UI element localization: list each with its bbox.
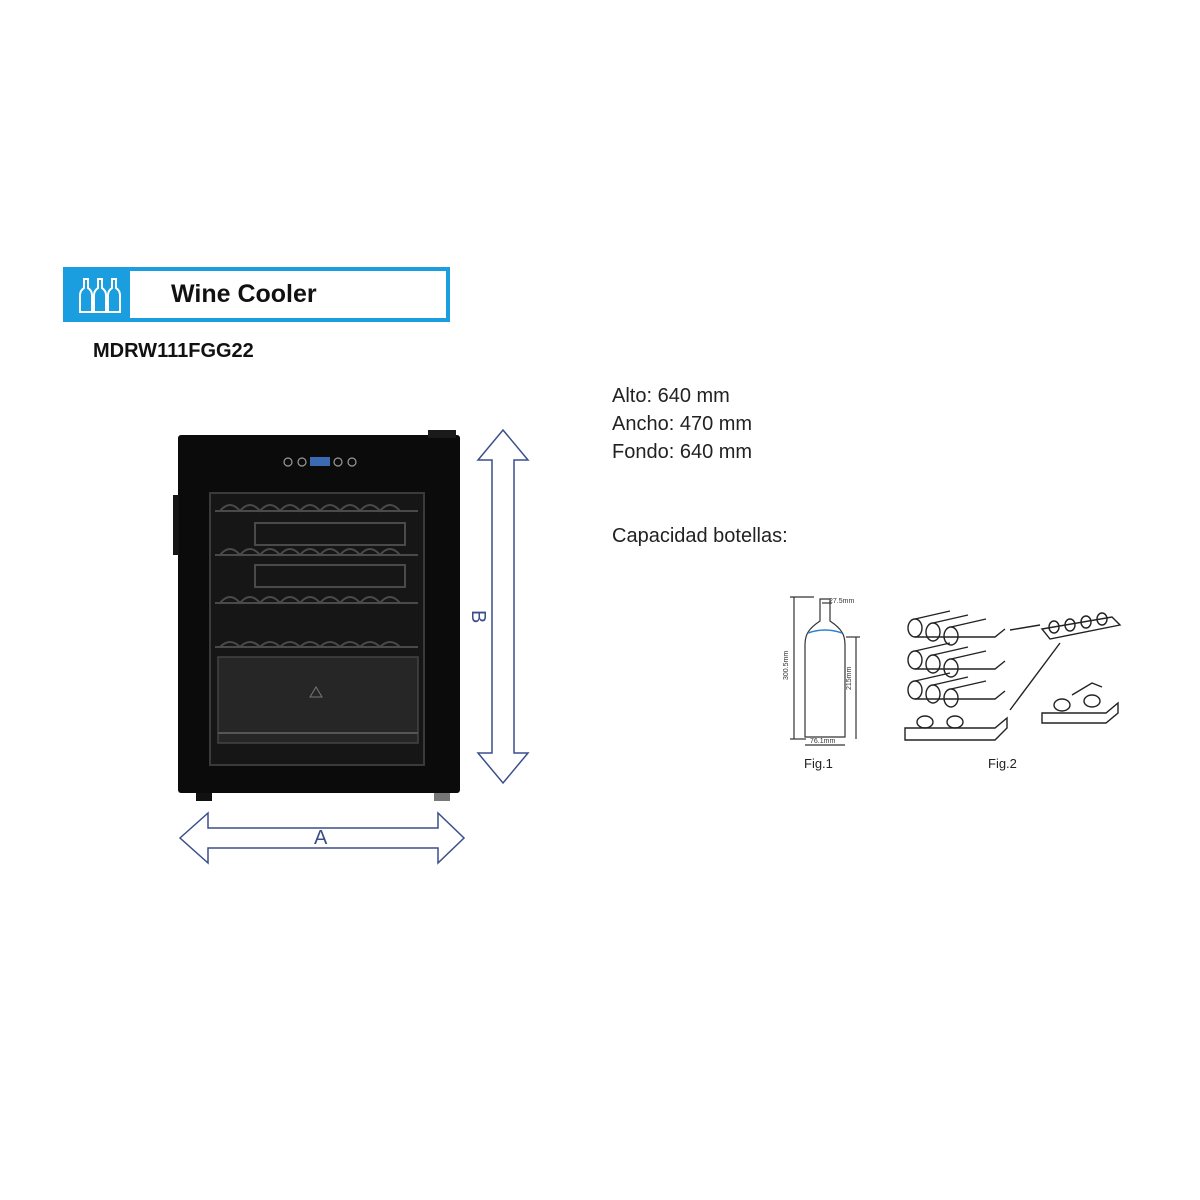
rack-diagram: [904, 610, 1122, 741]
width-label: A: [314, 827, 328, 849]
spec-capacidad: Capacidad botellas:: [612, 525, 788, 547]
bottle-diameter-label: 76.1mm: [810, 738, 836, 745]
fig2-caption: Fig.2: [988, 756, 1017, 771]
bottle-diagram: [790, 596, 860, 746]
width-dimension-arrow: [178, 811, 466, 865]
bottle-rack-figures: [790, 596, 1122, 746]
height-label: B: [467, 610, 489, 624]
model-number: MDRW111FGG22: [93, 340, 254, 362]
bottle-height-label: 300.5mm: [783, 650, 790, 680]
fig1-caption: Fig.1: [804, 756, 833, 771]
wine-shelves: [215, 504, 418, 649]
control-panel: [283, 457, 357, 467]
bottle-body-height-label: 215mm: [846, 666, 853, 690]
height-dimension-arrow: [476, 428, 530, 785]
page-title: Wine Cooler: [171, 280, 317, 308]
spec-fondo: Fondo: 640 mm: [612, 441, 753, 463]
spec-alto: Alto: 640 mm: [612, 385, 730, 407]
bottle-top-width-label: 27.5mm: [829, 598, 855, 605]
wine-bottles-icon: [67, 271, 130, 318]
header-banner: Wine Cooler: [63, 267, 450, 322]
spec-ancho: Ancho: 470 mm: [612, 413, 753, 435]
wine-cooler-product-image: [173, 428, 530, 865]
